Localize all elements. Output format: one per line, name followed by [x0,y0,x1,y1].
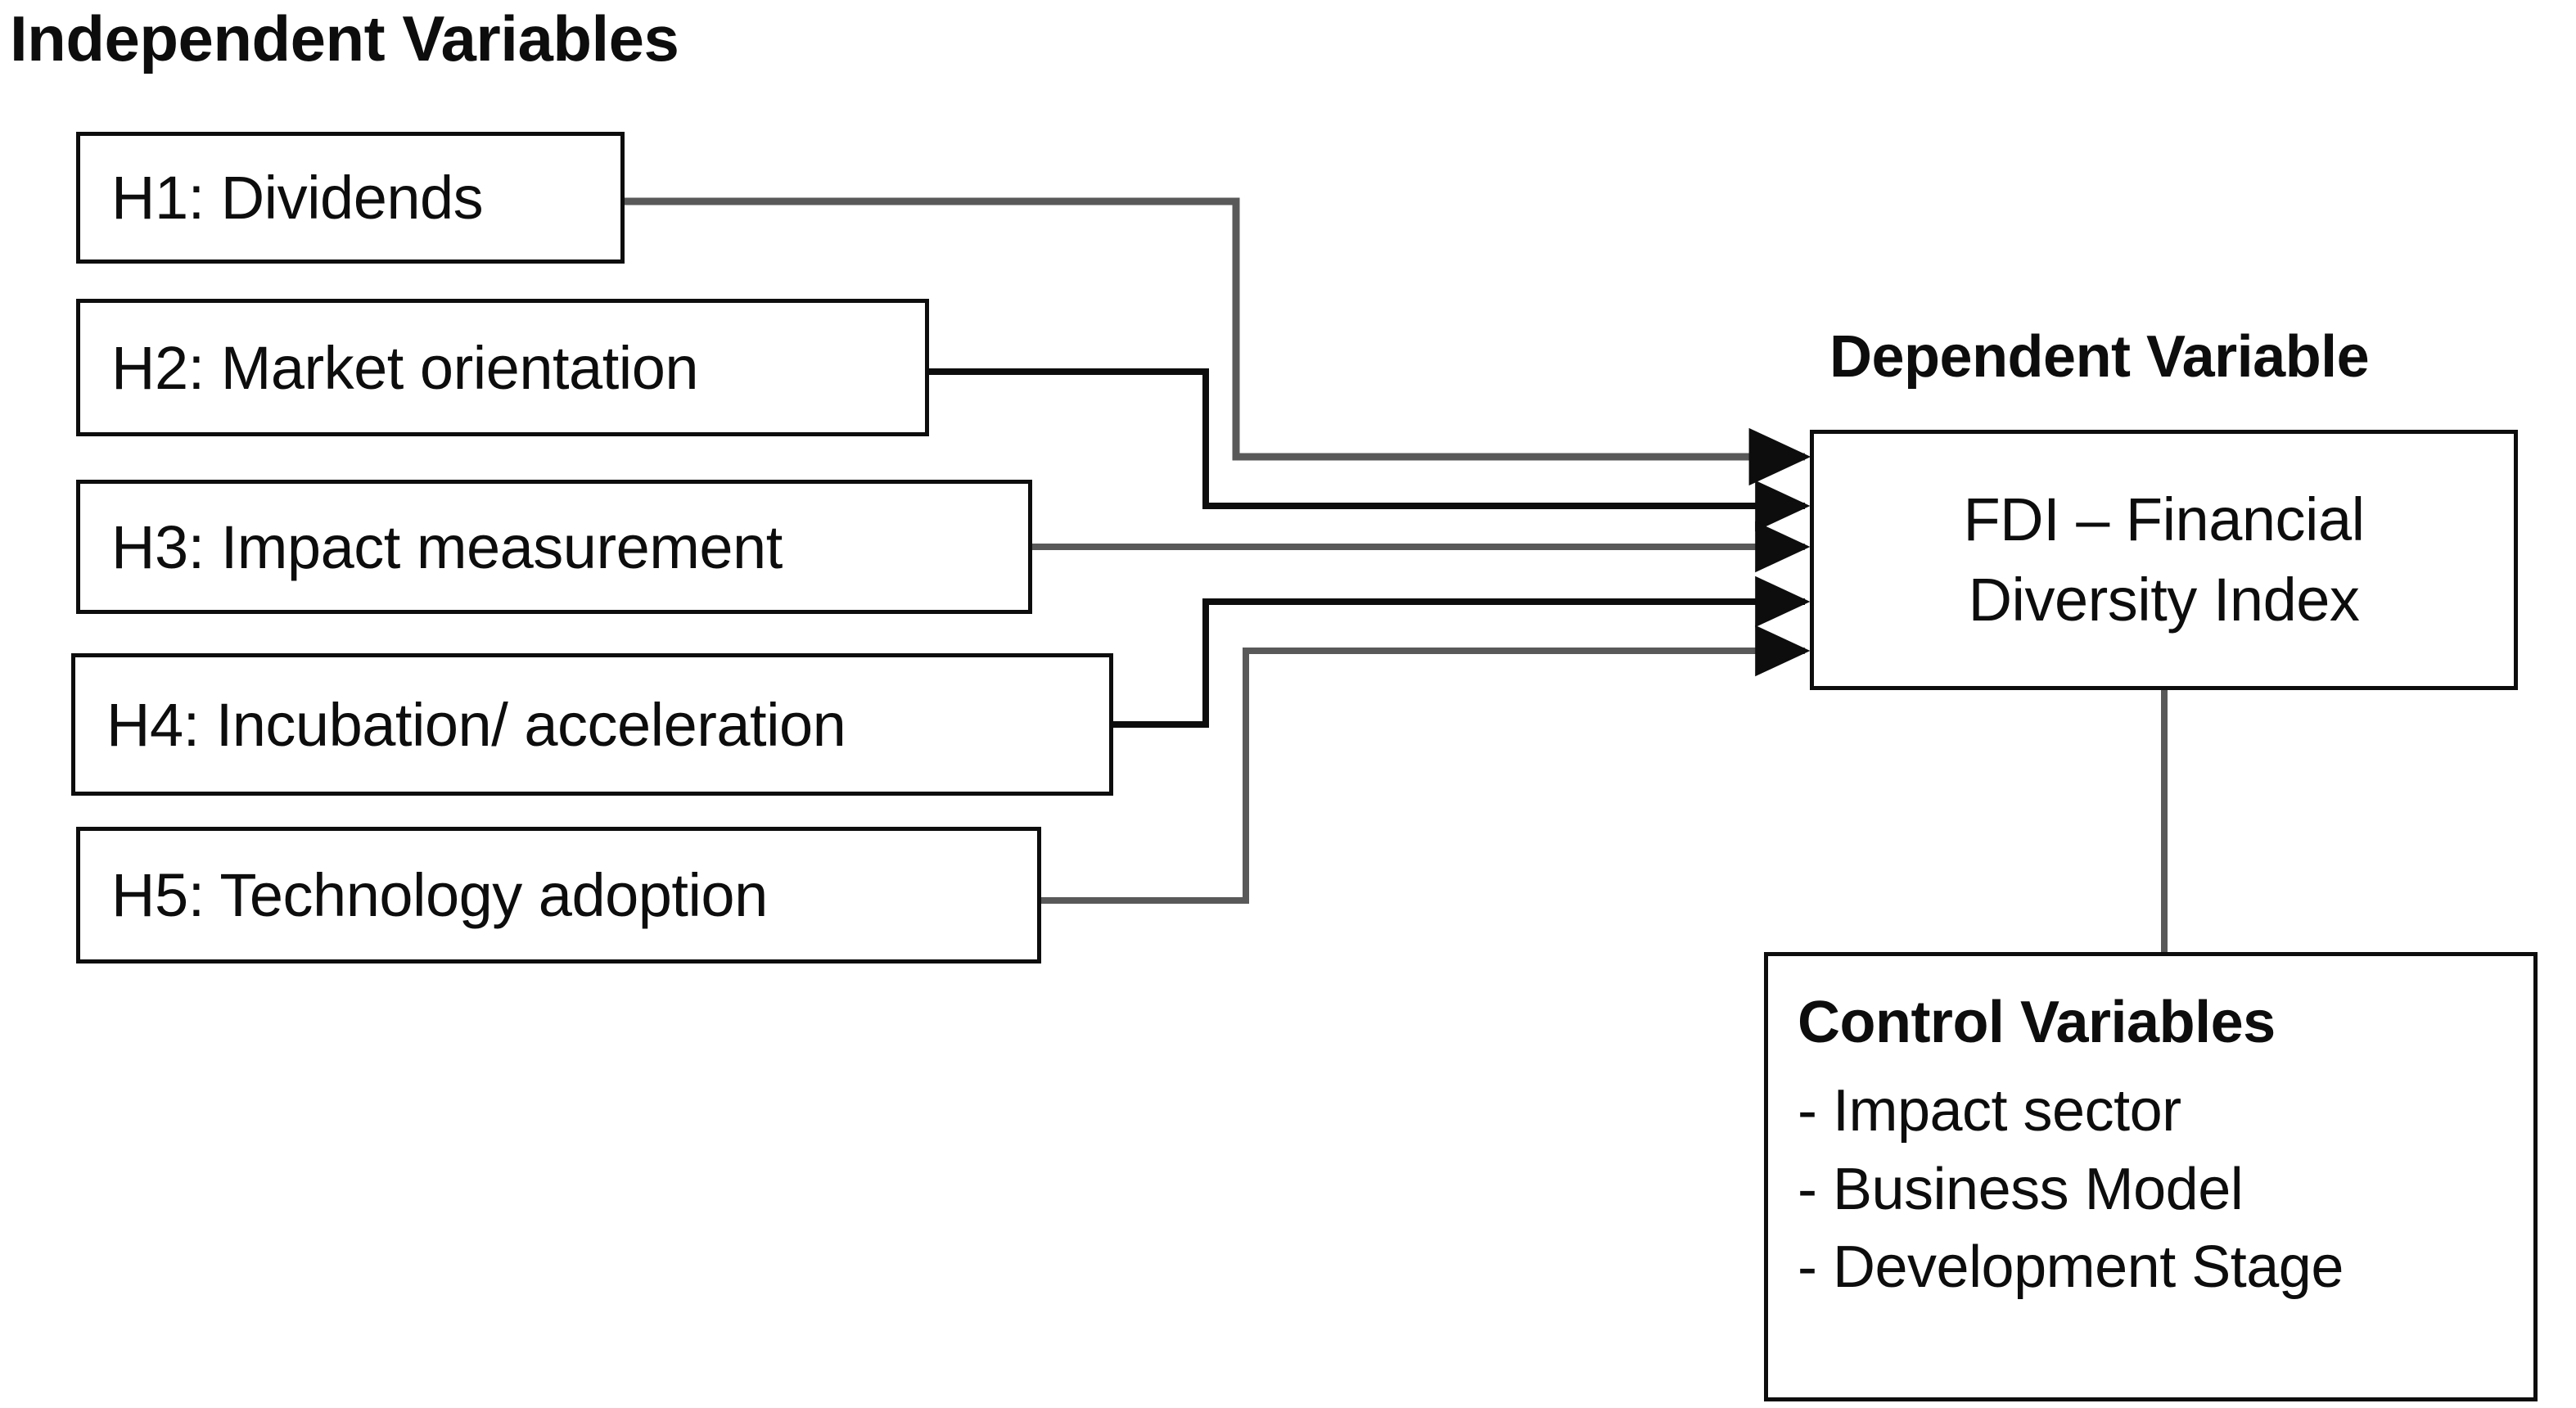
control-variables-title: Control Variables [1798,990,2276,1055]
connector-h4-to-fdi [1113,575,1811,728]
independent-variable-label-h5: H5: Technology adoption [111,861,768,929]
control-variables-item-impact-sector: - Impact sector [1798,1077,2181,1144]
independent-variable-box-h2[interactable]: H2: Market orientation [76,299,929,436]
independent-variable-label-h2: H2: Market orientation [111,333,699,402]
dependent-variable-title: Dependent Variable [1829,324,2370,390]
control-variables-box[interactable]: Control Variables - Impact sector - Busi… [1764,952,2538,1401]
dependent-variable-label-line1: FDI – Financial [1963,485,2365,554]
connector-h5-to-fdi [1041,625,1811,904]
independent-variable-box-h5[interactable]: H5: Technology adoption [76,827,1041,963]
control-variables-item-development-stage: - Development Stage [1798,1234,2344,1301]
connector-h1-to-fdi [625,197,1811,486]
independent-variable-box-h1[interactable]: H1: Dividends [76,132,625,264]
dependent-variable-box-fdi[interactable]: FDI – Financial Diversity Index [1810,430,2518,690]
independent-variable-label-h4: H4: Incubation/ acceleration [106,690,846,759]
control-variables-item-business-model: - Business Model [1798,1156,2244,1222]
independent-variable-label-h3: H3: Impact measurement [111,512,783,581]
dependent-variable-label-line2: Diversity Index [1968,566,2360,634]
independent-variables-title: Independent Variables [10,2,679,74]
independent-variable-label-h1: H1: Dividends [111,164,484,232]
independent-variable-box-h4[interactable]: H4: Incubation/ acceleration [71,653,1113,796]
independent-variable-box-h3[interactable]: H3: Impact measurement [76,480,1032,614]
connector-h2-to-fdi [929,368,1811,532]
